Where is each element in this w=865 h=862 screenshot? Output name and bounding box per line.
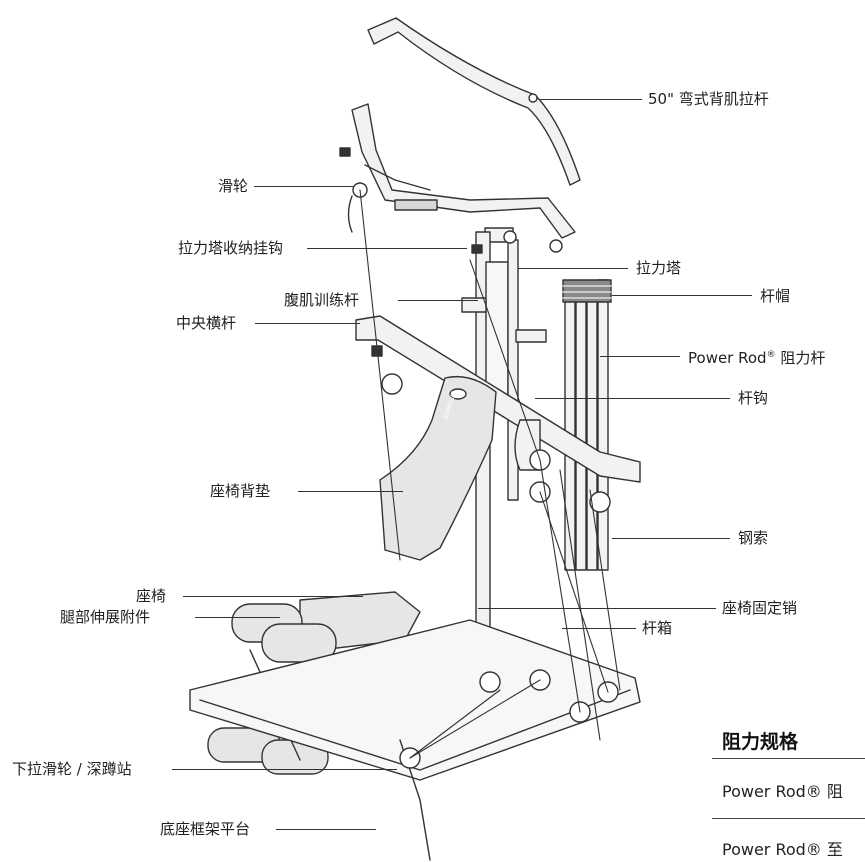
leader-squat-station: [172, 769, 397, 770]
label-ab-bar: 腹肌训练杆: [284, 291, 360, 309]
label-power-rod: Power Rod® 阻力杆: [688, 346, 825, 367]
center-crossbar-shape: [355, 315, 641, 513]
spec-rule-top: [712, 758, 865, 759]
spec-row-2: Power Rod® 至: [722, 840, 843, 859]
power-rod-suffix: 阻力杆: [780, 349, 826, 367]
registered-mark: ®: [766, 350, 776, 360]
label-rod-hook: 杆钩: [738, 389, 769, 407]
leader-rod-cap: [612, 295, 752, 296]
lat-bar-shape: [367, 17, 581, 186]
power-rods-shape: [562, 279, 612, 571]
ab-bar-shape: [461, 297, 547, 343]
leader-rod-box: [562, 628, 636, 629]
label-tower: 拉力塔: [636, 259, 682, 277]
top-crossbar-shape: [339, 103, 576, 253]
label-seat-back: 座椅背垫: [210, 482, 271, 500]
leader-tower: [518, 268, 628, 269]
label-rod-cap: 杆帽: [760, 287, 791, 305]
leader-tower-hook: [307, 248, 467, 249]
leader-leg-ext: [195, 617, 280, 618]
leader-seat-back: [298, 491, 403, 492]
spec-title: 阻力规格: [722, 731, 799, 753]
cables-shape: [359, 189, 621, 759]
label-base-frame: 底座框架平台: [160, 820, 251, 838]
leader-base-frame: [276, 829, 376, 830]
spec-row-1: Power Rod® 阻: [722, 782, 843, 801]
leader-pulley: [254, 186, 354, 187]
leader-lat-bar: [540, 99, 642, 100]
label-squat-station: 下拉滑轮 / 深蹲站: [12, 760, 132, 778]
label-center-crossbar: 中央横杆: [176, 314, 237, 332]
label-tower-hook: 拉力塔收纳挂钩: [178, 239, 284, 257]
label-lat-bar: 50" 弯式背肌拉杆: [648, 90, 769, 108]
leader-seat: [183, 596, 363, 597]
leader-rod-hook: [535, 398, 730, 399]
leader-ab-bar: [398, 300, 478, 301]
leader-center-crossbar: [255, 323, 360, 324]
label-cable: 钢索: [738, 529, 769, 547]
label-leg-ext: 腿部伸展附件: [60, 608, 151, 626]
leader-cable: [612, 538, 730, 539]
label-seat: 座椅: [136, 587, 167, 605]
leader-power-rod: [600, 356, 680, 357]
label-rod-box: 杆箱: [642, 619, 673, 637]
spec-rule-mid: [712, 818, 865, 819]
leg-extension-shape: [207, 603, 337, 775]
label-seat-pin: 座椅固定销: [722, 599, 798, 617]
label-pulley: 滑轮: [218, 177, 249, 195]
power-rod-name: Power Rod: [688, 349, 767, 367]
seat-back-shape: [379, 375, 497, 561]
leader-seat-pin: [478, 608, 716, 609]
